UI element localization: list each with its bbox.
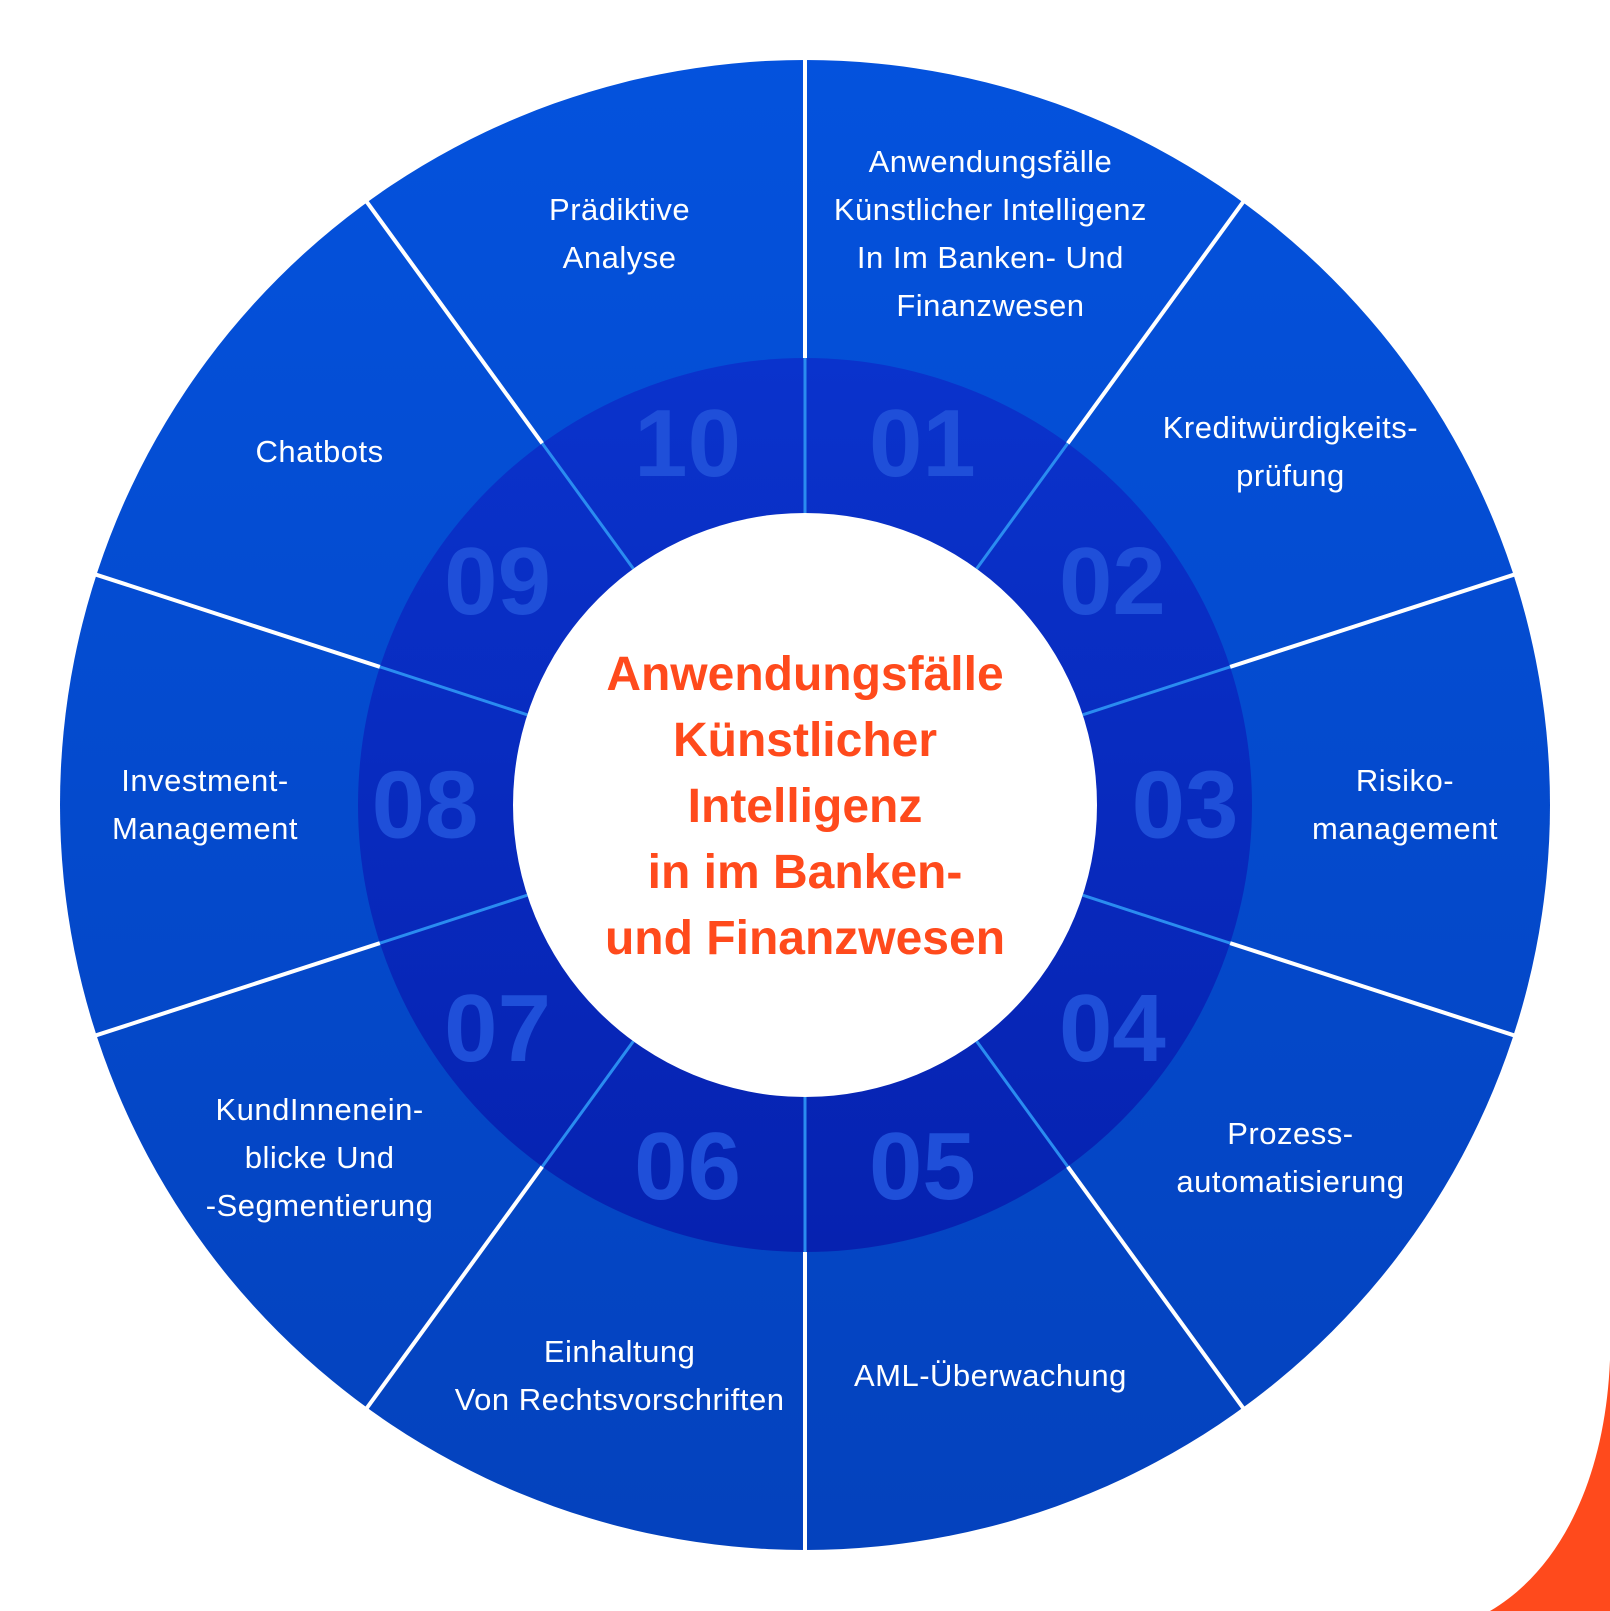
segment-label-02: Kreditwürdigkeits- prüfung — [1162, 410, 1419, 494]
segment-number-09: 09 — [444, 528, 551, 635]
divider-outer — [364, 199, 544, 445]
divider-inner — [975, 1040, 1069, 1168]
divider-inner — [975, 442, 1069, 570]
divider-outer — [1229, 572, 1517, 669]
segment-label-06: Einhaltung Von Rechtsvorschriften — [454, 1333, 785, 1417]
segment-label-05: AML-Überwachung — [853, 1357, 1127, 1393]
divider-outer — [1066, 1165, 1246, 1411]
divider-inner — [379, 893, 528, 945]
segment-number-08: 08 — [372, 752, 479, 859]
divider-inner — [541, 1040, 635, 1168]
segment-label-09: Chatbots — [255, 434, 384, 470]
divider-outer — [1229, 941, 1517, 1038]
divider-outer — [93, 572, 381, 669]
center-title: Anwendungsfälle Künstlicher Intelligenz … — [604, 648, 1006, 965]
segment-number-03: 03 — [1132, 752, 1239, 859]
segment-number-05: 05 — [869, 1113, 976, 1220]
divider-inner — [1082, 893, 1231, 945]
divider-inner — [379, 665, 528, 717]
segment-number-02: 02 — [1059, 528, 1166, 635]
segment-number-06: 06 — [634, 1113, 741, 1220]
divider-outer — [364, 1165, 544, 1411]
segment-numbers: 01 02 03 04 05 06 07 08 09 10 — [372, 390, 1239, 1220]
segment-label-03: Risiko- management — [1312, 763, 1498, 846]
divider-inner — [1082, 665, 1231, 717]
divider-outer — [93, 941, 381, 1038]
segment-label-08: Investment- Management — [112, 763, 298, 846]
segment-number-10: 10 — [634, 390, 741, 497]
center-circle — [513, 513, 1097, 1097]
segment-label-07: KundInnenein- blicke Und -Segmentierung — [205, 1091, 434, 1223]
segment-label-10: Prädiktive Analyse — [549, 192, 691, 276]
segment-number-04: 04 — [1059, 975, 1166, 1082]
segment-dividers — [93, 58, 1517, 1552]
segment-number-01: 01 — [869, 390, 976, 497]
divider-inner — [541, 442, 635, 570]
corner-accent — [1490, 1360, 1610, 1611]
segment-number-07: 07 — [444, 975, 551, 1082]
segment-label-01: Anwendungsfälle Künstlicher Intelligenz … — [833, 144, 1147, 324]
divider-outer — [1066, 199, 1246, 445]
segment-label-04: Prozess- automatisierung — [1176, 1115, 1405, 1199]
